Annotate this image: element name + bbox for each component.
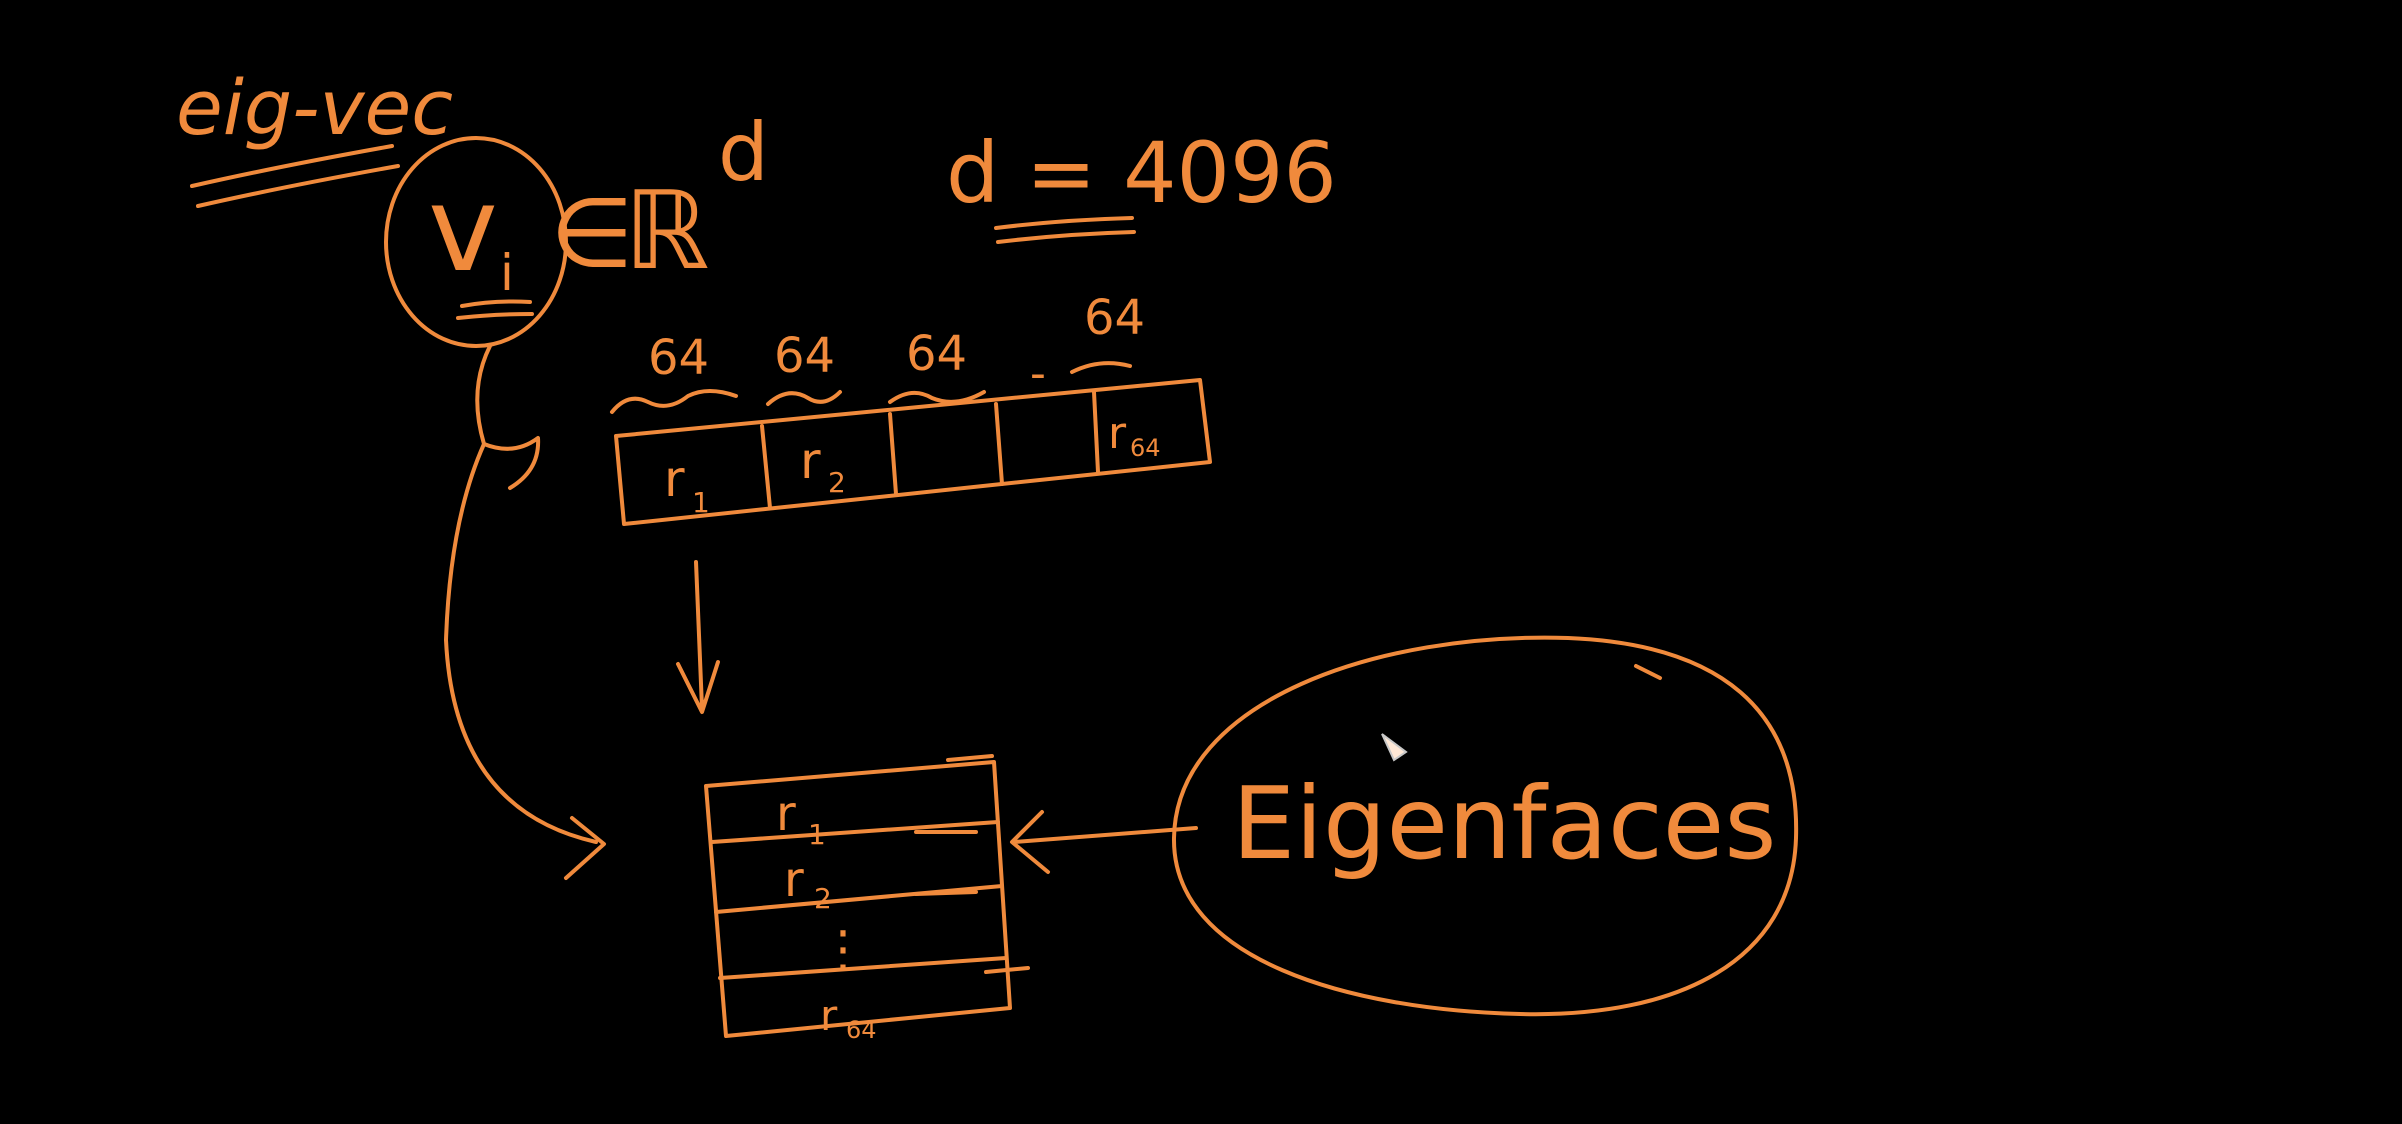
- row-vector-box: [614, 378, 1212, 526]
- row-cell-r2-sub: 2: [828, 466, 846, 499]
- pencil-cursor-icon: [1381, 733, 1408, 762]
- width-label-2: 64: [774, 328, 835, 384]
- matrix-row-ellipsis: ⋮: [818, 920, 868, 978]
- curved-arrow: [444, 344, 598, 844]
- curved-arrow-head: [564, 816, 606, 880]
- element-of-symbol: ∈: [550, 177, 634, 289]
- matrix-row-r2: r: [784, 852, 804, 908]
- eigenfaces-arrow: [1010, 810, 1198, 874]
- eig-vec-label: eig-vec: [176, 63, 453, 152]
- matrix-box: [704, 760, 1012, 1038]
- down-arrow: [676, 560, 720, 714]
- curved-arrow-hook: [482, 436, 541, 490]
- matrix-row-r64-sub: 64: [846, 1016, 877, 1044]
- width-label-3: 64: [906, 326, 967, 382]
- reals-symbol: ℝ: [624, 169, 710, 294]
- eig-vec-underline: [190, 144, 400, 208]
- width-label-4: 64: [1084, 290, 1145, 346]
- dimension-superscript: d: [718, 106, 769, 199]
- width-braces: [610, 361, 1132, 414]
- row-cell-r1-sub: 1: [692, 486, 710, 519]
- d-equals-4096: d = 4096: [946, 124, 1337, 222]
- row-cell-r64-sub: 64: [1130, 434, 1161, 462]
- v-symbol: v: [428, 160, 498, 298]
- matrix-row-ticks: [914, 830, 1030, 974]
- row-cell-r2: r: [800, 432, 821, 490]
- v-subscript: i: [500, 244, 514, 302]
- matrix-row-r64: r: [820, 991, 838, 1040]
- eigenfaces-label: Eigenfaces: [1232, 765, 1776, 882]
- matrix-row-lines: [710, 820, 1008, 980]
- matrix-row-r1: r: [776, 786, 796, 842]
- vi-circle: [384, 136, 568, 348]
- eigenfaces-oval-tick: [1634, 664, 1662, 680]
- width-label-1: 64: [648, 330, 709, 386]
- matrix-row-r1-sub: 1: [808, 818, 826, 851]
- d-equals-underline: [994, 216, 1136, 244]
- row-cell-r1: r: [664, 450, 685, 508]
- matrix-row-r2-sub: 2: [814, 882, 832, 915]
- row-cell-r64: r: [1108, 408, 1127, 459]
- vi-underline: [456, 299, 534, 320]
- eigenfaces-oval: [1171, 635, 1799, 1017]
- row-vector-dividers: [760, 390, 1100, 510]
- width-dash: -: [1030, 348, 1046, 399]
- matrix-top-tick: [946, 754, 994, 762]
